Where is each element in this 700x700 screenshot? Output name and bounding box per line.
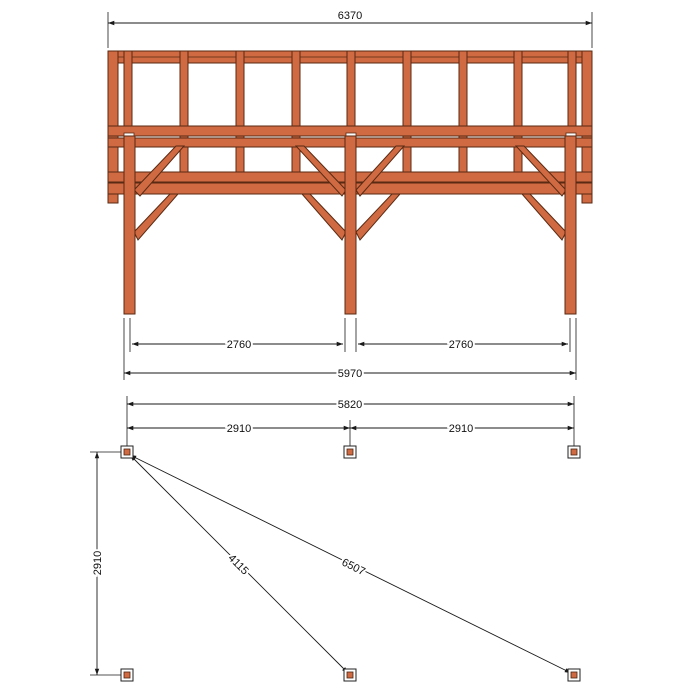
dimension-right-span-label: 2760 [449,339,473,351]
footing-back-middle [343,668,357,682]
foundation-plan: 5820 2910 2910 2910 4115 6507 [90,396,581,682]
dimension-post-outer: 5970 [123,318,577,382]
front-elevation: 6370 [107,10,593,382]
dimension-diagonal-short-label: 4115 [226,552,251,577]
footing-front-middle [343,445,357,459]
footings [120,445,581,682]
dimension-plan-depth-label: 2910 [92,551,104,575]
dimension-plan-diagonals: 4115 6507 [129,454,572,674]
footing-back-right [567,668,581,682]
post-middle [344,135,357,315]
dimension-post-outer-label: 5970 [338,368,362,380]
post-right [564,135,577,315]
knee-braces [133,145,567,241]
dimension-spans: 2760 2760 [129,318,571,353]
dimension-plan-left-span-label: 2910 [227,423,251,435]
footing-back-left [120,668,134,682]
dimension-plan-depth: 2910 [90,451,122,676]
dimension-left-span-label: 2760 [227,339,251,351]
dimension-overall-width: 6370 [107,10,593,48]
dimension-plan-spans: 2910 2910 [127,420,574,446]
footing-front-right [567,445,581,459]
footing-front-left [120,445,134,459]
dimension-plan-right-span-label: 2910 [449,423,473,435]
dimension-plan-overall: 5820 [126,396,575,446]
dimension-overall-width-label: 6370 [338,10,362,22]
dimension-diagonal-long-label: 6507 [340,557,367,579]
posts [123,135,577,315]
roof-slats [123,50,577,180]
post-left [123,135,136,315]
dimension-plan-overall-label: 5820 [338,399,362,411]
